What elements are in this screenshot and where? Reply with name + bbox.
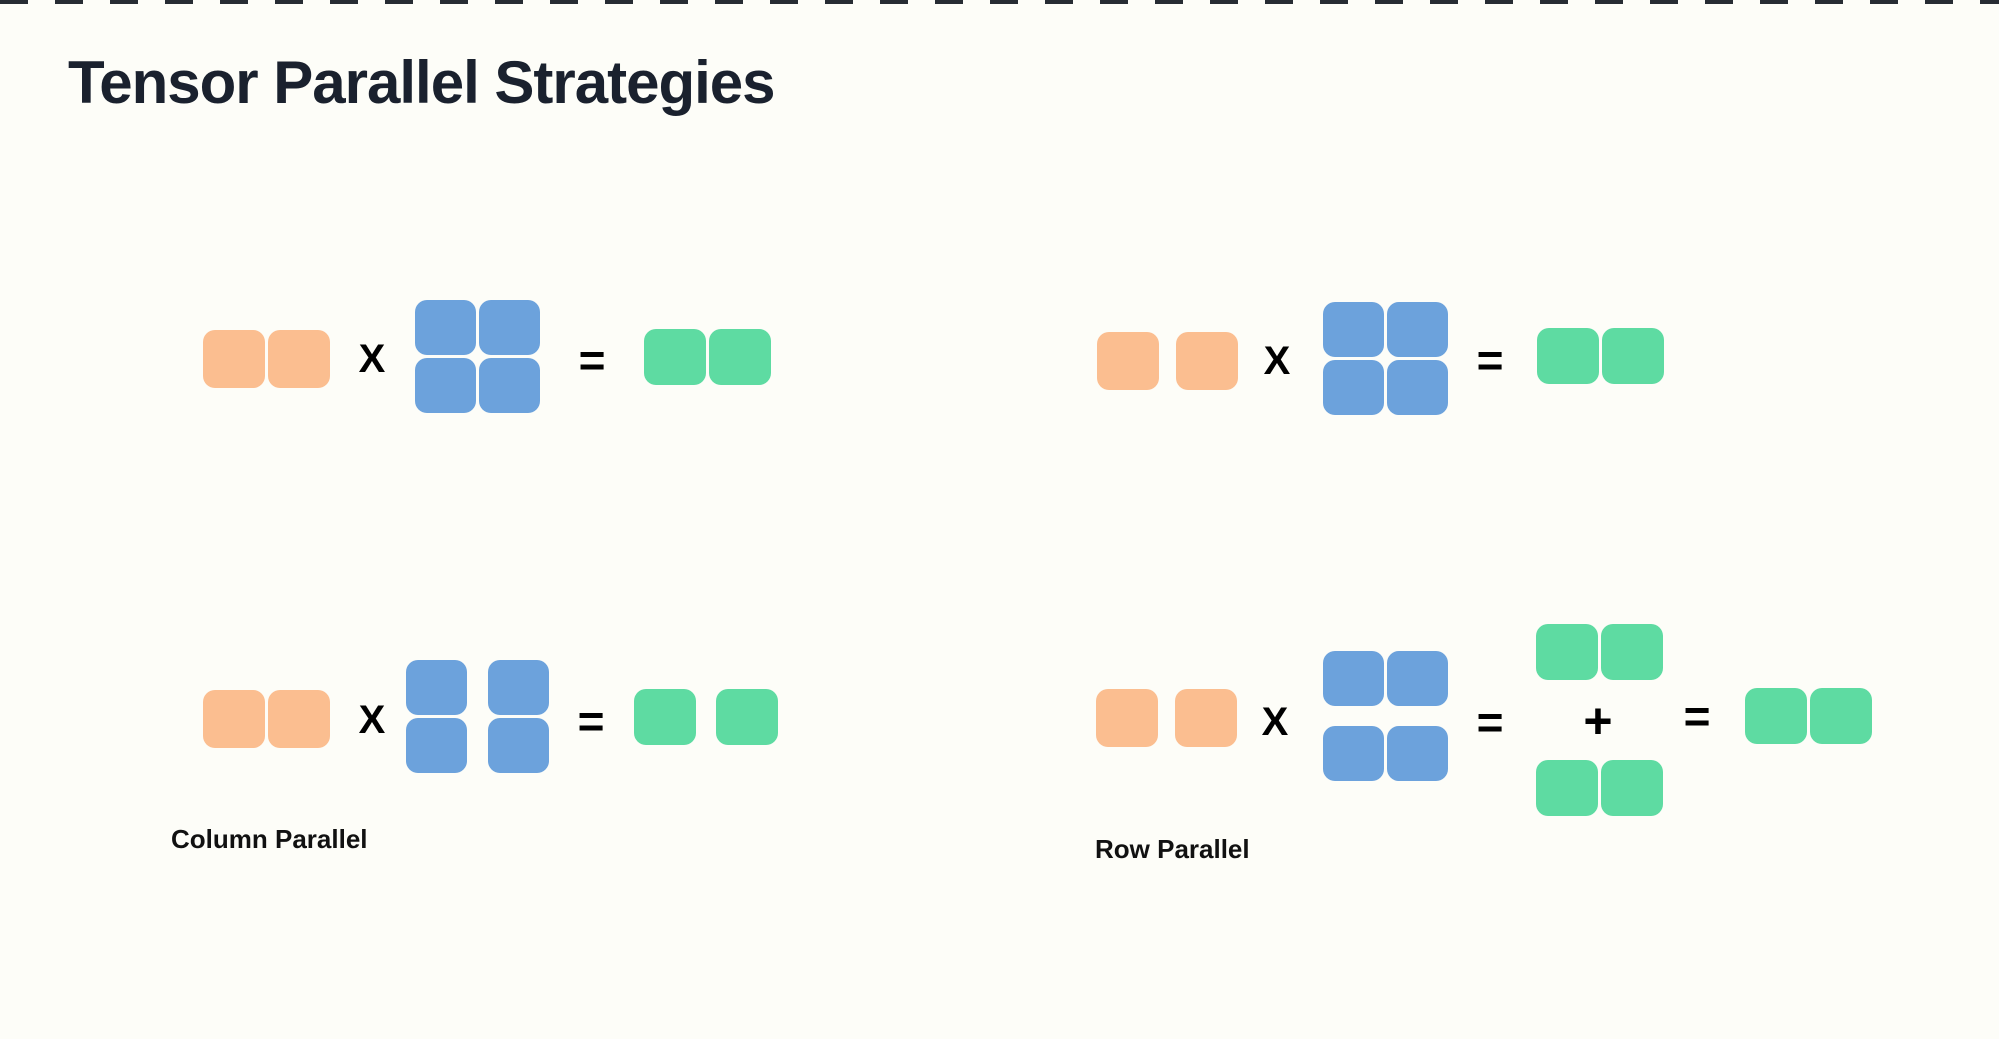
weight-tile <box>479 358 540 413</box>
equals-operator: = <box>578 334 606 386</box>
output-tile <box>1602 328 1664 384</box>
weight-tile-row1 <box>1323 651 1384 706</box>
weight-tile-col1 <box>406 660 467 715</box>
equals-operator: = <box>1683 690 1711 742</box>
weight-tile <box>1323 302 1384 357</box>
weight-tile-col2 <box>488 718 549 773</box>
input-tile <box>203 690 265 748</box>
input-tile <box>203 330 265 388</box>
column-parallel-label: Column Parallel <box>171 824 368 854</box>
output-tile-shard2 <box>716 689 778 745</box>
input-tile <box>1175 689 1237 747</box>
output-tile-shard1 <box>634 689 696 745</box>
equals-operator: = <box>577 695 605 747</box>
weight-tile <box>1323 360 1384 415</box>
partial-output-tile <box>1536 624 1598 680</box>
multiply-operator: X <box>1263 339 1291 383</box>
page-title: Tensor Parallel Strategies <box>68 49 776 116</box>
weight-tile-row2 <box>1387 726 1448 781</box>
weight-tile-col1 <box>406 718 467 773</box>
input-tile <box>268 690 330 748</box>
multiply-operator: X <box>1261 700 1289 744</box>
weight-tile <box>479 300 540 355</box>
partial-output-tile <box>1536 760 1598 816</box>
output-tile <box>644 329 706 385</box>
output-tile <box>1745 688 1807 744</box>
weight-tile <box>1387 360 1448 415</box>
input-tile <box>268 330 330 388</box>
output-tile <box>1810 688 1872 744</box>
multiply-operator: X <box>358 698 386 742</box>
input-tile <box>1096 689 1158 747</box>
weight-tile <box>1387 302 1448 357</box>
plus-operator: + <box>1583 693 1613 749</box>
input-tile <box>1097 332 1159 390</box>
partial-output-tile <box>1601 760 1663 816</box>
weight-tile-row1 <box>1387 651 1448 706</box>
row-parallel-label: Row Parallel <box>1095 834 1250 864</box>
output-tile <box>1537 328 1599 384</box>
multiply-operator: X <box>358 337 386 381</box>
top-dashed-strip <box>0 0 1999 4</box>
weight-tile-row2 <box>1323 726 1384 781</box>
output-tile <box>709 329 771 385</box>
weight-tile-col2 <box>488 660 549 715</box>
partial-output-tile <box>1601 624 1663 680</box>
input-tile <box>1176 332 1238 390</box>
equals-operator: = <box>1476 334 1504 386</box>
weight-tile <box>415 300 476 355</box>
equals-operator: = <box>1476 696 1504 748</box>
weight-tile <box>415 358 476 413</box>
